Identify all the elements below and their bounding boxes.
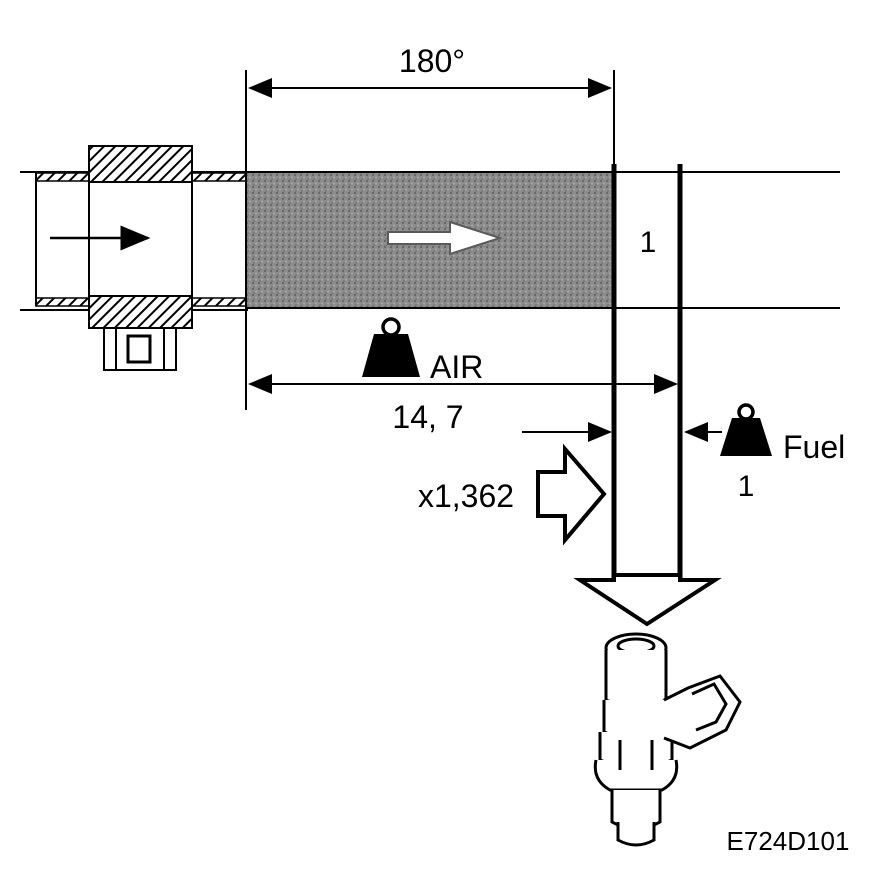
injector-icon: [593, 632, 742, 847]
right-duct: [614, 171, 840, 309]
figure-code: E724D101: [727, 826, 850, 856]
air-flow-sensor: [88, 145, 193, 371]
fuel-weight-icon: [720, 403, 772, 456]
angle-label: 180°: [399, 43, 465, 79]
hollow-arrow-icon: [536, 443, 607, 546]
multiplier-label: x1,362: [418, 478, 514, 514]
angle-dimension: 180°: [248, 43, 615, 172]
hollow-flow-arrow-icon: [387, 220, 504, 256]
air-weight-icon: [362, 317, 420, 377]
air-mass-block: [245, 70, 615, 410]
ratio-one-label: 1: [640, 226, 657, 259]
air-ratio-label: 14, 7: [392, 399, 463, 435]
air-label: AIR: [430, 349, 483, 385]
fuel-label: Fuel: [783, 429, 845, 465]
intake-duct: [20, 171, 248, 311]
down-arrow-icon: [573, 573, 722, 627]
fuel-ratio-label: 1: [738, 470, 755, 503]
